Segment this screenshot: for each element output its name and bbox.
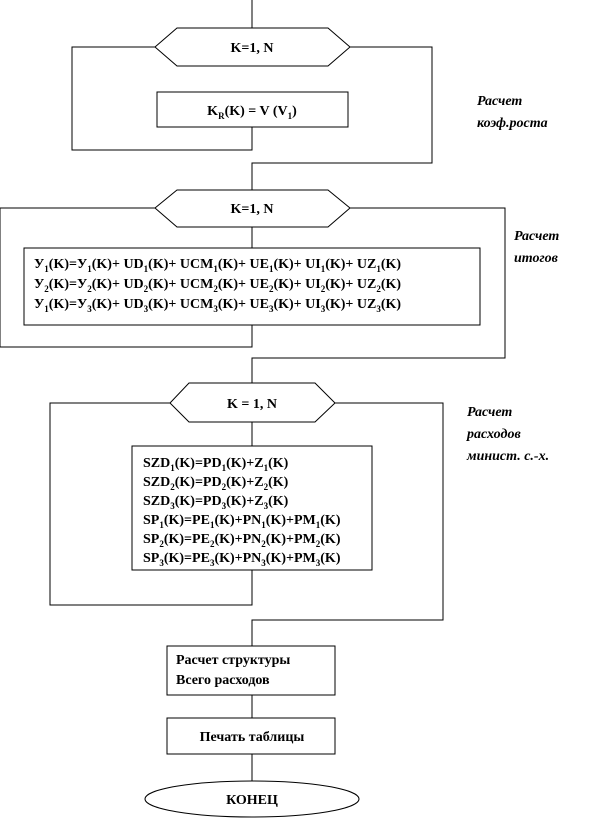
loop3-formula-line-3: SZD3(K)=PD3(K)+Z3(K) [143, 494, 289, 511]
loop1-header-hexagon [154, 27, 351, 67]
structure-line-1: Расчет структуры [176, 653, 290, 668]
loop3-formulas: SZD1(K)=PD1(K)+Z1(K) SZD2(K)=PD2(K)+Z2(K)… [143, 456, 341, 568]
loop2-formula-line-3: У1(K)=У3(K)+ UD3(K)+ UCM3(K)+ UE3(K)+ UI… [34, 297, 401, 314]
loop3-annotation-line-2: расходов [467, 427, 521, 442]
loop2-formula-line-2: У2(K)=У2(K)+ UD2(K)+ UCM2(K)+ UE2(K)+ UI… [34, 277, 401, 294]
loop3-header-hexagon [169, 382, 336, 423]
loop3-formula-line-1: SZD1(K)=PD1(K)+Z1(K) [143, 456, 289, 473]
loop3-wires [49, 402, 444, 646]
loop1-header-text: K=1, N [231, 41, 274, 56]
print-box [166, 717, 336, 755]
loop2-annotation-line-2: итогов [514, 251, 558, 266]
loop3-annotation: Расчет расходов минист. с.-х. [467, 402, 549, 468]
loop1-annotation: Расчет коэф.роста [477, 91, 548, 135]
loop3-annotation-line-1: Расчет [467, 405, 513, 420]
loop1-formula: KR(K) = V (V1) [207, 104, 297, 121]
end-terminator [144, 780, 360, 818]
loop3-annotation-line-3: минист. с.-х. [467, 449, 550, 464]
loop3-formula-line-2: SZD2(K)=PD2(K)+Z2(K) [143, 475, 289, 492]
loop2-formula-line-1: У1(K)=У1(K)+ UD1(K)+ UCM1(K)+ UE1(K)+ UI… [34, 257, 401, 274]
loop2-annotation: Расчет итогов [514, 226, 559, 270]
loop1-annotation-line-1: Расчет [477, 94, 523, 109]
loop3-formula-line-6: SP3(K)=PE3(K)+PN3(K)+PM3(K) [143, 551, 341, 568]
loop1-annotation-line-2: коэф.роста [477, 116, 548, 131]
loop2-annotation-line-1: Расчет [514, 229, 560, 244]
loop1-process-box [156, 91, 349, 128]
loop3-header-text: K = 1, N [227, 397, 277, 412]
print-text: Печать таблицы [200, 730, 305, 745]
end-text: КОНЕЦ [226, 793, 278, 808]
loop2-process-box [23, 247, 481, 326]
loop3-process-box [131, 445, 373, 571]
structure-box [166, 645, 336, 696]
loop2-wires [0, 207, 506, 383]
loop2-formulas: У1(K)=У1(K)+ UD1(K)+ UCM1(K)+ UE1(K)+ UI… [34, 257, 401, 314]
loop3-formula-line-5: SP2(K)=PE2(K)+PN2(K)+PM2(K) [143, 532, 341, 549]
structure-line-2: Всего расходов [176, 673, 270, 688]
loop2-header-hexagon [154, 189, 351, 228]
loop2-header-text: K=1, N [231, 202, 274, 217]
loop3-formula-line-4: SP1(K)=PE1(K)+PN1(K)+PM1(K) [143, 513, 341, 530]
